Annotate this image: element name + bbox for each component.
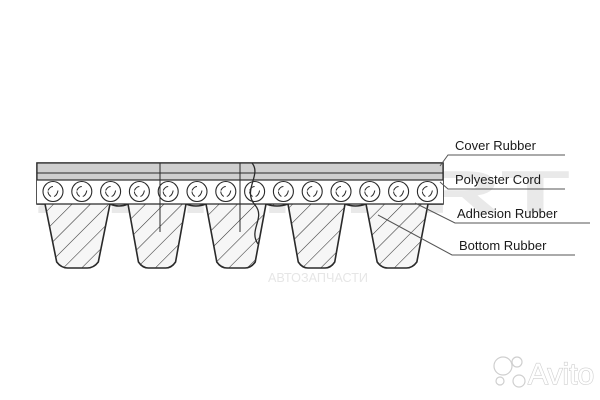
label-polyester-cord: Polyester Cord [455,172,541,187]
avito-watermark: Avito [493,356,595,392]
leader-bottom [377,214,575,256]
cord-circle [244,180,266,203]
label-cover-rubber: Cover Rubber [455,138,537,153]
cord-strand-mark [393,186,405,197]
avito-dot-2 [512,374,526,388]
cord-strand-mark [105,186,117,197]
cord-strand-mark [191,186,203,197]
label-bottom-rubber: Bottom Rubber [459,238,547,253]
cord-circle [157,180,179,203]
cord-circle [215,180,237,203]
cord-circle [71,180,93,203]
cord-circle [330,180,352,203]
avito-logo-text: Avito [528,358,594,391]
cord-circle [100,180,122,203]
cord-strand-mark [76,186,88,197]
cord-circle [359,180,381,203]
cord-circle [186,180,208,203]
avito-dot-1 [493,356,513,376]
layer-labels: Cover Rubber Polyester Cord Adhesion Rub… [455,138,558,253]
label-adhesion-rubber: Adhesion Rubber [457,206,558,221]
cord-strand-mark [306,186,318,197]
cord-strand-mark [220,186,232,197]
cord-circle [42,180,64,203]
break-line [249,162,260,245]
cord-strand-mark [277,186,289,197]
leader-cord [439,181,565,190]
cord-circle [388,180,410,203]
cord-strand-mark [47,186,59,197]
cord-circle [272,180,294,203]
cord-circles [42,180,438,203]
cord-strand-mark [335,186,347,197]
leader-cover [439,154,565,167]
leader-adhesion [414,202,590,224]
cord-circle [301,180,323,203]
cord-strand-mark [133,186,145,197]
watermark-sub: АВТОЗАПЧАСТИ [268,270,368,285]
cord-strand-mark [162,186,174,197]
leader-lines [377,154,590,256]
avito-dot-3 [511,356,523,368]
cord-strand-mark [421,186,433,197]
cord-circle [416,180,438,203]
avito-dot-4 [495,376,505,386]
cord-circle [128,180,150,203]
cord-strand-mark [364,186,376,197]
